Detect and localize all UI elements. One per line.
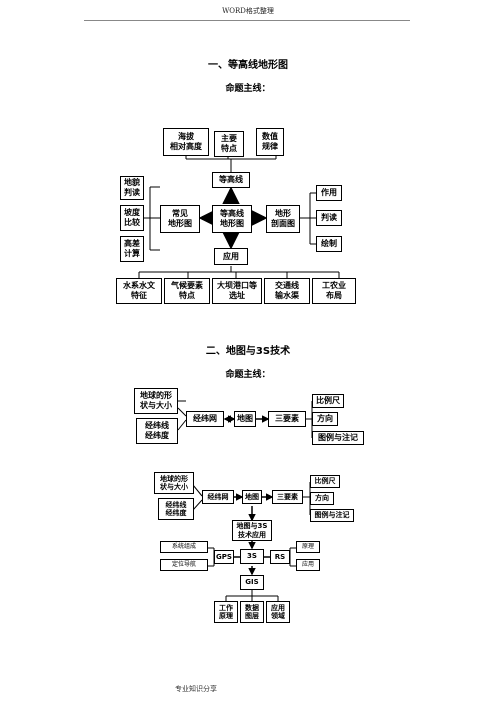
d1-legend: 图例与注记: [312, 431, 364, 445]
d2-tech-app: 地图与3S 技术应用: [232, 520, 272, 541]
d2-application-field: 应用 领域: [266, 601, 290, 623]
box-contour-map: 等高线 地形图: [212, 205, 252, 233]
d1-three-elements: 三要素: [268, 411, 306, 427]
d1-direction: 方向: [312, 412, 338, 426]
d1-graticule: 经纬网: [186, 411, 224, 427]
d2-lat-long: 经纬线 经纬度: [158, 498, 194, 520]
box-interpret: 判读: [316, 210, 342, 226]
box-dam: 大坝港口等 选址: [212, 278, 262, 304]
section1-title: 一、等高线地形图: [208, 60, 288, 71]
d1-scale: 比例尺: [312, 394, 344, 408]
box-apply: 应用: [214, 248, 248, 265]
d2-legend: 图例与注记: [310, 509, 354, 522]
box-climate: 气候要素 特点: [164, 278, 210, 304]
box-common-maps: 常见 地形图: [160, 205, 200, 233]
d2-principle: 原理: [296, 541, 320, 553]
box-transport: 交通线 输水渠: [264, 278, 310, 304]
d2-3s: 3S: [240, 549, 264, 564]
page-footer: 专业知识分享: [175, 685, 217, 693]
d2-gis: GIS: [240, 575, 264, 590]
section2-title: 二、地图与3S技术: [205, 346, 291, 357]
page-header: WORD格式整理: [222, 7, 274, 15]
d2-gps: GPS: [214, 550, 234, 564]
box-industry: 工农业 布局: [312, 278, 356, 304]
section2-subtitle: 命题主线：: [225, 370, 271, 380]
d2-earth-shape: 地球的形 状与大小: [154, 472, 194, 494]
box-landform: 地貌 判读: [120, 176, 144, 200]
box-draw: 绘制: [316, 236, 342, 252]
section1-subtitle: 命题主线：: [225, 84, 271, 94]
box-value-rules: 数值 规律: [256, 128, 284, 156]
box-profile: 地形 剖面图: [266, 205, 300, 233]
box-contour: 等高线: [212, 172, 250, 188]
d2-three-elements: 三要素: [272, 490, 303, 504]
d1-earth-shape: 地球的形 状与大小: [134, 388, 178, 414]
box-height-diff: 高差 计算: [120, 236, 144, 262]
d2-rs: RS: [270, 550, 290, 564]
d2-map: 地图: [242, 490, 262, 504]
d2-system: 系统组成: [160, 541, 208, 553]
d1-lat-long: 经纬线 经纬度: [136, 418, 178, 444]
box-main-features: 主要 特点: [214, 131, 244, 157]
box-slope: 坡度 比较: [120, 205, 144, 231]
d2-direction: 方向: [310, 492, 334, 505]
box-function: 作用: [316, 185, 342, 201]
d2-graticule: 经纬网: [202, 490, 234, 504]
box-water: 水系水文 特征: [116, 278, 162, 304]
d2-application: 应用: [296, 559, 320, 571]
d2-data-layers: 数据 图层: [240, 601, 264, 623]
header-divider: [84, 20, 410, 21]
d2-scale: 比例尺: [310, 475, 340, 488]
box-altitude: 海拔 相对高度: [163, 128, 209, 156]
d1-map: 地图: [234, 411, 256, 427]
d2-work-principle: 工作 原理: [214, 601, 238, 623]
d2-positioning: 定位导航: [160, 559, 208, 571]
